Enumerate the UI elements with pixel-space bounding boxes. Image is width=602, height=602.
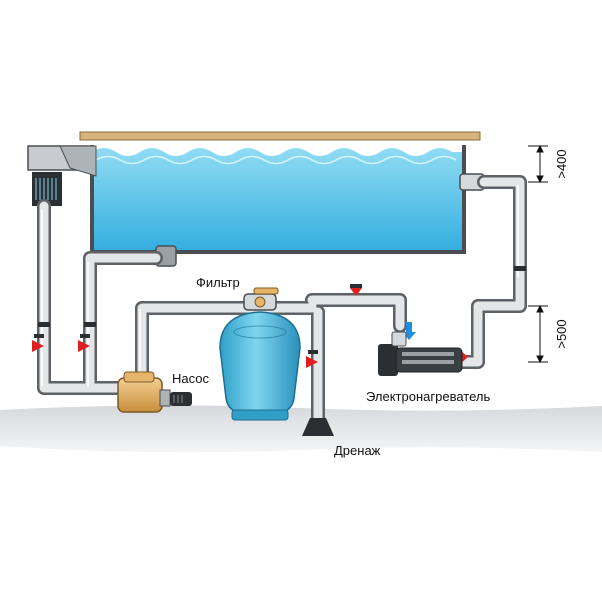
dimension-bottom-label: >500 <box>554 319 569 348</box>
pipe-couplings <box>38 266 526 327</box>
dimension-top-label: >400 <box>554 149 569 178</box>
label-pump: Насос <box>172 371 209 386</box>
dimension-top <box>528 144 548 184</box>
pump <box>117 371 192 413</box>
ground <box>0 405 602 453</box>
skimmer <box>27 145 97 206</box>
valve <box>32 334 44 352</box>
label-heater: Электронагреватель <box>366 389 490 404</box>
electric-heater <box>378 331 463 376</box>
dimension-bottom <box>528 304 548 364</box>
valve <box>78 334 90 352</box>
drain-outlet <box>302 418 334 436</box>
valve <box>306 350 318 368</box>
pool-deck <box>79 131 481 141</box>
label-drain: Дренаж <box>334 443 381 458</box>
sand-filter <box>219 287 301 421</box>
pool-basin <box>90 145 466 254</box>
valve <box>350 284 362 296</box>
label-filter: Фильтр <box>196 275 240 290</box>
